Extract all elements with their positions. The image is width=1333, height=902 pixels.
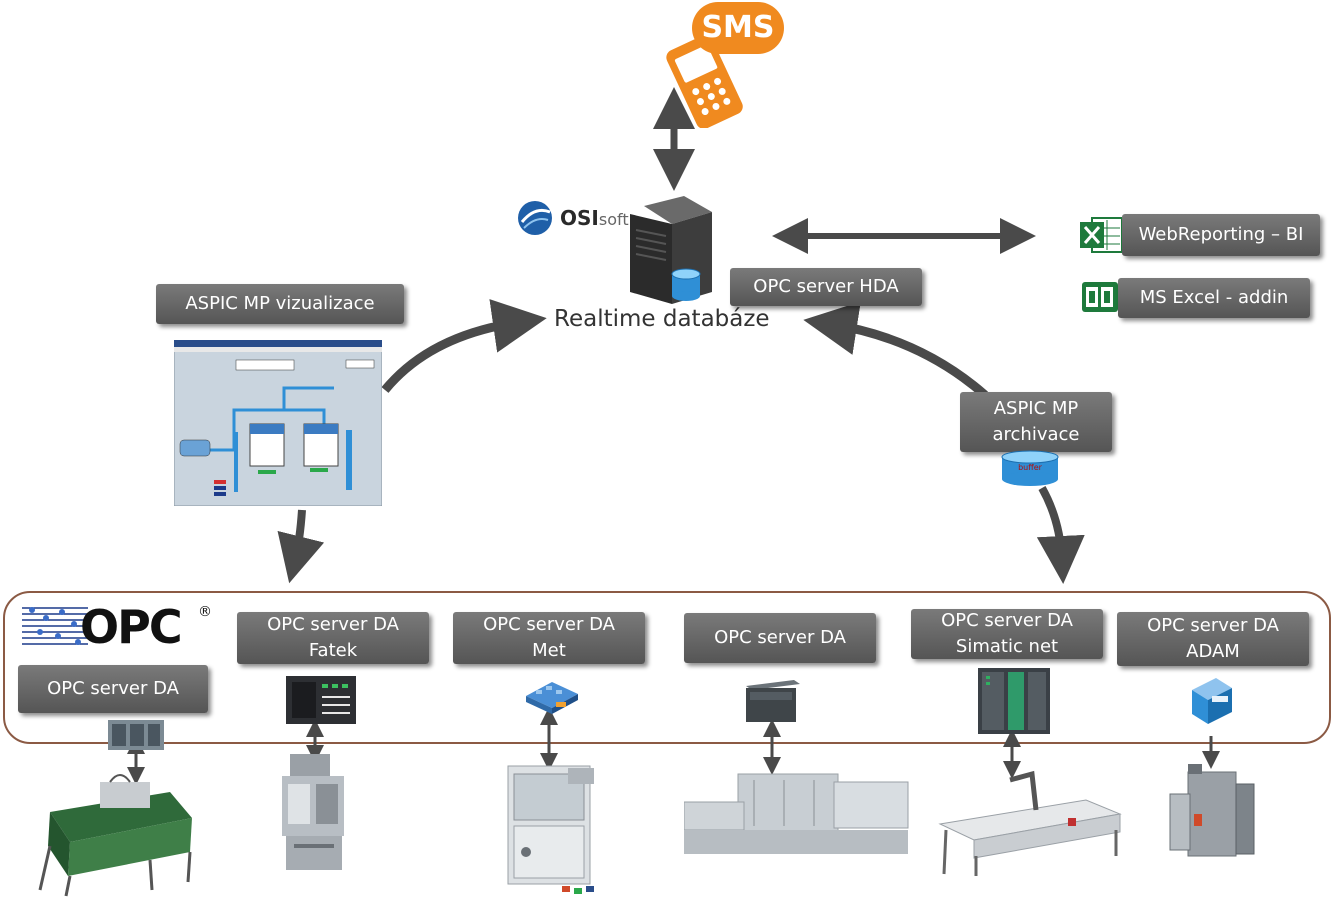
scada-screenshot-icon	[174, 340, 382, 506]
buffer-opc-arrow	[1036, 486, 1085, 584]
opc-server-label-4: OPC server DA	[684, 613, 876, 663]
phone-icon	[666, 35, 743, 128]
thermoforming-machine-icon	[38, 774, 192, 897]
siemens-s7-icon	[746, 680, 800, 722]
excel-addin-label: MS Excel - addin	[1118, 278, 1310, 318]
hda-server-label: OPC server HDA	[730, 268, 922, 306]
visualization-label: ASPIC MP vizualizace	[156, 284, 404, 324]
excel-addin-icon	[1082, 282, 1118, 312]
webreporting-label: WebReporting – BI	[1122, 214, 1320, 256]
opc-logo-text: OPC	[80, 600, 183, 654]
met-module-icon	[526, 682, 578, 714]
archiving-label: ASPIC MP archivace	[960, 392, 1112, 452]
adam-module-icon	[1192, 678, 1232, 724]
simatic-rack-icon	[978, 668, 1050, 734]
cartoning-machine-icon	[507, 765, 594, 894]
opc-group-frame	[3, 591, 1331, 744]
plc-module-icon	[108, 720, 164, 750]
archive-db-arrow	[803, 301, 988, 399]
server-icon	[630, 196, 712, 304]
vertical-packing-machine-icon	[282, 754, 344, 870]
sms-bubble: SMS	[692, 2, 784, 54]
viz-db-arrow	[381, 299, 547, 393]
opc-logo-icon	[22, 607, 88, 645]
boiler-plant-icon	[1169, 764, 1255, 857]
database-label: Realtime databáze	[554, 306, 770, 332]
osisoft-logo-icon	[518, 201, 552, 235]
conveyor-robot-line-icon	[938, 770, 1122, 876]
opc-registered-mark: ®	[198, 604, 212, 620]
opc-server-label-1: OPC server DA	[18, 665, 208, 713]
buffer-label: buffer	[1018, 463, 1042, 472]
osisoft-logo: OSIsoft	[560, 206, 629, 230]
filling-line-icon	[684, 773, 909, 854]
excel-icon	[1080, 217, 1123, 253]
fatek-plc-icon	[286, 676, 356, 724]
viz-opc-arrow	[277, 509, 325, 584]
buffer-database-icon	[1001, 450, 1059, 486]
